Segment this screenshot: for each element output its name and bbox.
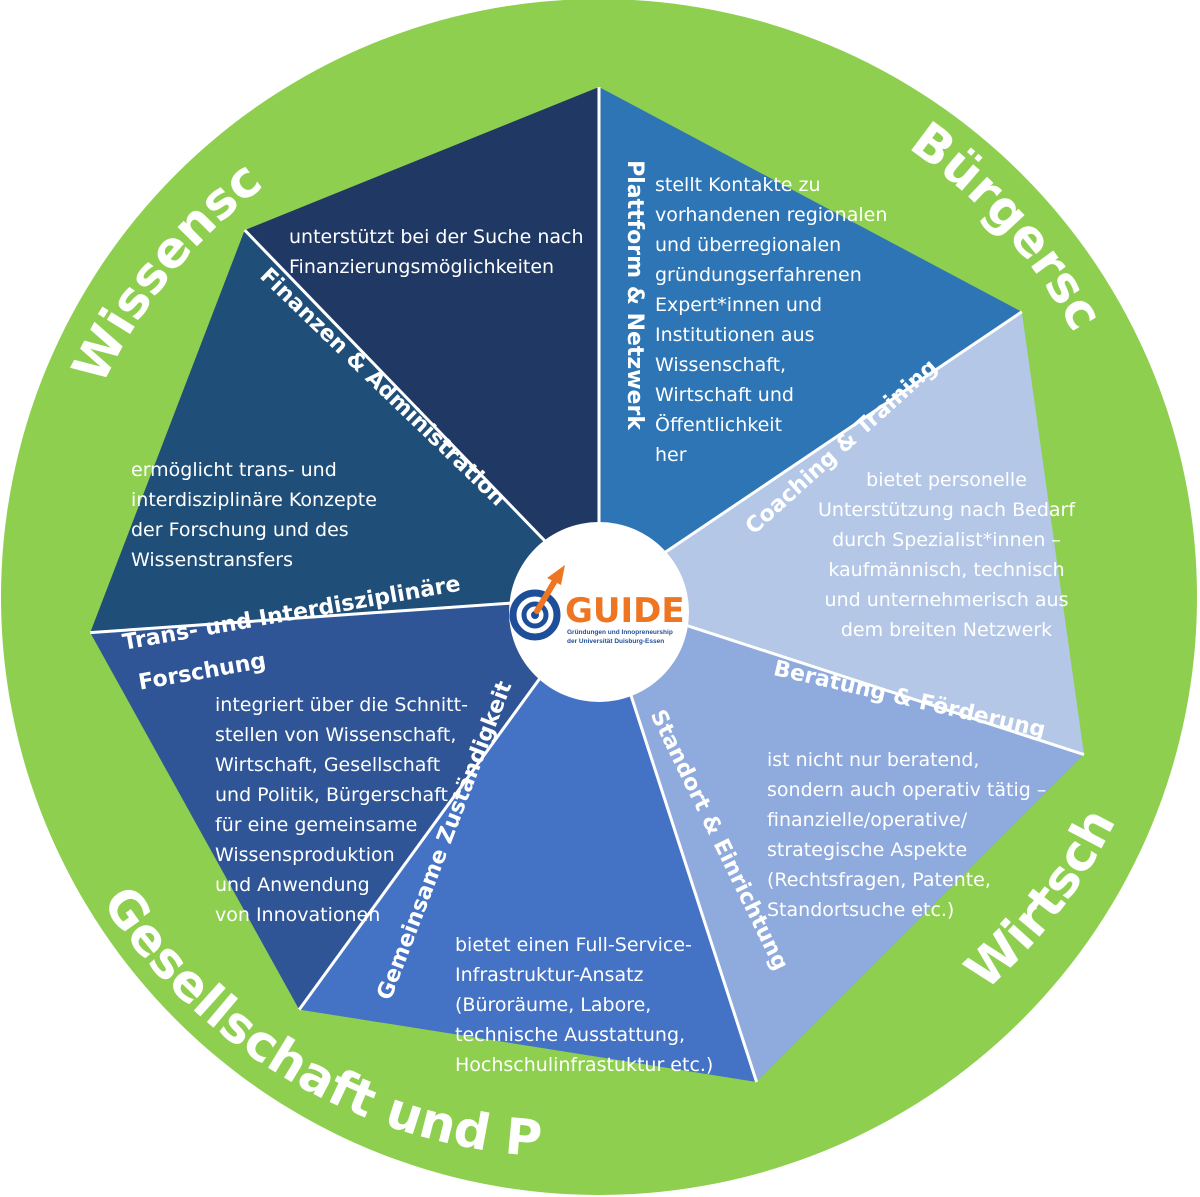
logo-name: GUIDE xyxy=(565,591,685,631)
guide-logo: GUIDE Gründungen und Innopreneurship der… xyxy=(509,565,685,645)
segment-description-gemeinsam: integriert über die Schnitt- stellen von… xyxy=(215,694,468,926)
segment-description-finanzen: unterstützt bei der Suche nach Finanzier… xyxy=(289,226,584,278)
segment-description-coaching: bietet personelle Unterstützung nach Bed… xyxy=(818,469,1076,641)
segment-description-beratung: ist nicht nur beratend, sondern auch ope… xyxy=(767,749,1047,921)
segment-title-plattform: Plattform & Netzwerk xyxy=(622,160,647,431)
separator-line xyxy=(598,310,1023,599)
arrow-icon xyxy=(534,565,565,614)
target-icon xyxy=(509,589,561,641)
segment-standort xyxy=(90,597,599,1010)
segment-plattform xyxy=(599,311,1084,755)
segment-description-standort: bietet einen Full-Service- Infrastruktur… xyxy=(455,934,714,1076)
center-circle xyxy=(509,522,689,702)
separator-line xyxy=(243,229,601,599)
segment-trans xyxy=(244,87,599,597)
logo-subtitle-line2: der Universität Duisburg-Essen xyxy=(567,638,664,645)
segment-beratung xyxy=(299,597,757,1082)
segment-finanzen xyxy=(599,87,1022,597)
logo-subtitle-line1: Gründungen und Innopreneurship xyxy=(567,629,673,636)
segment-description-plattform: stellt Kontakte zu vorhandenen regionale… xyxy=(655,174,888,466)
segment-description-trans: ermöglicht trans- und interdisziplinäre … xyxy=(131,459,377,571)
segment-gemeinsam xyxy=(90,230,599,633)
segment-coaching xyxy=(599,597,1084,1082)
segments xyxy=(90,87,1084,1082)
